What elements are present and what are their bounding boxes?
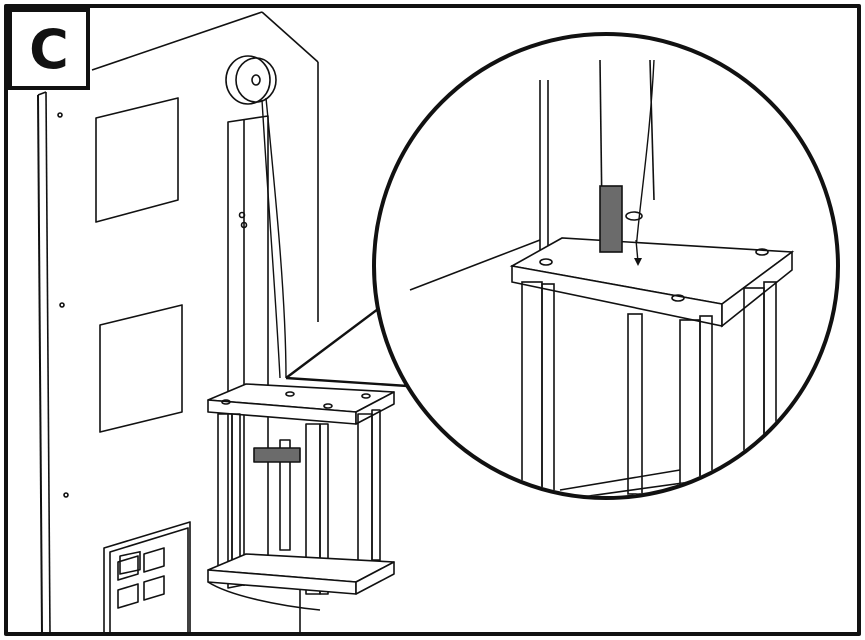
magnified-detail-content — [409, 59, 795, 496]
upper-window — [95, 97, 179, 223]
lower-window — [99, 304, 183, 433]
outer-frame — [4, 4, 861, 636]
elevator-car — [207, 383, 395, 611]
magnified-string — [635, 59, 655, 251]
small-rod — [253, 447, 301, 463]
pulley-wheel — [225, 55, 277, 105]
step-label-badge: C — [8, 8, 90, 90]
front-door — [103, 521, 191, 635]
vertical-rail — [227, 115, 269, 589]
magnified-rod — [599, 185, 623, 253]
house-front-panel — [37, 11, 319, 635]
pulley-string — [265, 97, 287, 379]
